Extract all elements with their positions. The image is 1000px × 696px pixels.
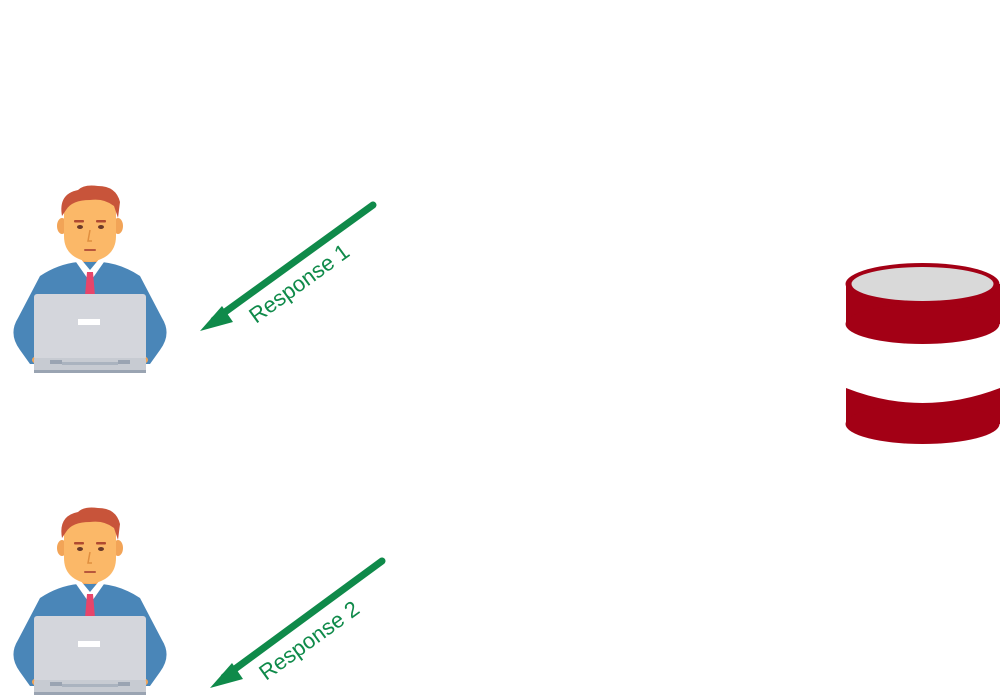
- user-1-at-laptop-icon: [12, 184, 168, 374]
- database-icon: [845, 263, 1000, 444]
- response-1-arrow: [200, 201, 377, 331]
- response-2-arrow: [210, 557, 386, 688]
- user-2-at-laptop-icon: [12, 506, 168, 696]
